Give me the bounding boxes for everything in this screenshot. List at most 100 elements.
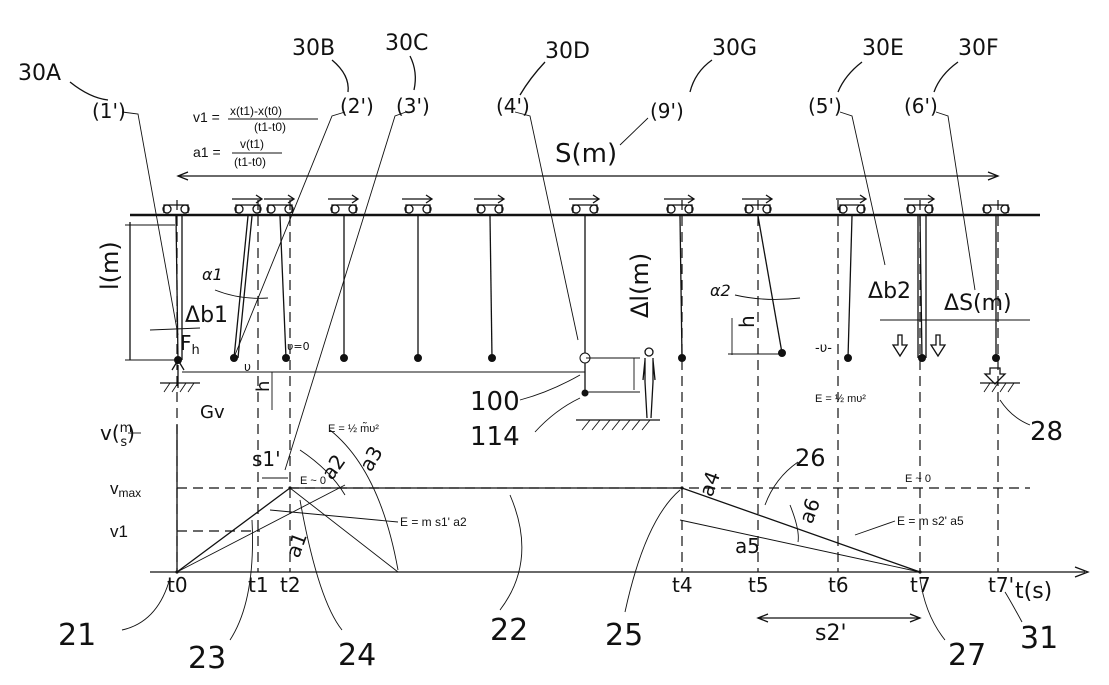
ref-21: 21 xyxy=(58,618,96,653)
motion-arrow xyxy=(402,194,434,204)
x-tick-label: t6 xyxy=(828,573,849,597)
leader-30g xyxy=(689,59,713,93)
leader-30a xyxy=(69,81,109,101)
angle-a4: a4 xyxy=(694,468,725,500)
motion-arrow xyxy=(474,194,506,204)
ref-22: 22 xyxy=(490,613,528,648)
svg-text:(t1-t0): (t1-t0) xyxy=(254,120,286,134)
pos-6: (6') xyxy=(904,94,938,118)
x-tick-label: t4 xyxy=(672,573,693,597)
y-tick-label: vmax xyxy=(110,479,141,500)
leader-30e xyxy=(837,61,863,93)
x-tick-label: t5 xyxy=(748,573,769,597)
ref-25: 25 xyxy=(605,618,643,653)
delta-s: ΔS(m) xyxy=(944,291,1012,316)
svg-text:(t1-t0): (t1-t0) xyxy=(234,155,266,169)
alpha-1: α1 xyxy=(202,265,223,284)
rope-length-label: l(m) xyxy=(96,241,124,290)
motion-arrow xyxy=(664,194,696,204)
person-figure xyxy=(642,347,656,419)
distance-label: S(m) xyxy=(555,139,617,169)
ref-23: 23 xyxy=(188,641,226,676)
pos-9: (9') xyxy=(650,99,684,123)
x-axis-label: t(s) xyxy=(1015,579,1052,604)
ref-30e: 30E xyxy=(862,36,904,61)
pendulum-rope xyxy=(847,215,853,359)
velocity-point xyxy=(680,486,684,490)
motion-arrow xyxy=(569,194,601,204)
pos-5: (5') xyxy=(808,94,842,118)
delta-l: Δl(m) xyxy=(626,253,654,318)
ref-28: 28 xyxy=(1030,417,1063,447)
trolley xyxy=(474,194,506,362)
velocity-right: -υ- xyxy=(815,341,832,356)
leader-pos4 xyxy=(514,111,579,341)
svg-text:v1 =: v1 = xyxy=(193,109,220,125)
e-zero-left: E ~ 0 xyxy=(300,475,326,487)
series-layer xyxy=(175,484,922,574)
trolley xyxy=(328,194,360,362)
pendulum-mass xyxy=(844,354,852,362)
x-tick-label: t1 xyxy=(248,573,269,597)
ref-30f: 30F xyxy=(958,36,999,61)
leader-pos3 xyxy=(284,111,407,471)
leader-30f xyxy=(933,61,959,93)
leader-pos2 xyxy=(234,111,346,356)
trolleys xyxy=(162,194,1010,397)
force-gv: Gv xyxy=(200,402,225,423)
pendulum-rope xyxy=(279,215,287,359)
ref-24: 24 xyxy=(338,638,376,673)
ref-27: 27 xyxy=(948,638,986,673)
alpha-2: α2 xyxy=(710,281,731,300)
pendulum-mass xyxy=(340,354,348,362)
ref-30a: 30A xyxy=(18,61,61,86)
angle-a6: a6 xyxy=(794,495,825,527)
trolley xyxy=(742,194,786,357)
angle-a3: a3 xyxy=(354,442,387,476)
ref-30b: 30B xyxy=(292,36,335,61)
motion-arrow xyxy=(904,194,936,204)
height-right: h xyxy=(735,315,759,328)
energy-top-right: E = ½ mυ² xyxy=(815,393,866,405)
brake-arrows xyxy=(891,334,1007,385)
trolley xyxy=(402,194,434,362)
e-zero-right: E ~ 0 xyxy=(905,473,931,485)
pendulum-mass xyxy=(488,354,496,362)
energy-top-left: E = ½ m̃υ² xyxy=(328,422,379,435)
s2-label: s2' xyxy=(815,621,847,646)
x-tick-label: t7 xyxy=(910,573,931,597)
pendulum-rope xyxy=(757,215,783,354)
leader-pos5 xyxy=(839,111,886,266)
motion-arrow xyxy=(836,194,868,204)
pendulum-rope xyxy=(489,215,493,359)
velocity-formula: v1 = x(t1)-x(t0) (t1-t0) xyxy=(193,104,318,134)
force-fh: Fh xyxy=(180,331,200,358)
pendulum-mass xyxy=(778,349,786,357)
ref-30c: 30C xyxy=(385,31,428,56)
velocity-zero: υ=0 xyxy=(287,340,310,353)
trolley xyxy=(230,194,264,362)
pendulum-mass xyxy=(282,354,290,362)
motion-arrow xyxy=(328,194,360,204)
ref-30d: 30D xyxy=(545,39,590,64)
velocity-series-line xyxy=(176,487,921,573)
svg-text:v(t1): v(t1) xyxy=(240,137,264,151)
pendulum-mass xyxy=(992,354,1000,362)
motion-arrow xyxy=(742,194,774,204)
pendulum-mass xyxy=(414,354,422,362)
trolley xyxy=(569,194,601,364)
angle-a1: a1 xyxy=(281,529,312,561)
ref-26: 26 xyxy=(795,444,826,472)
leader-30c xyxy=(409,55,416,91)
trolley xyxy=(836,194,868,362)
svg-text:a1 =: a1 = xyxy=(193,144,221,160)
x-tick-label: t2 xyxy=(280,573,301,597)
pendulum-rope xyxy=(233,215,249,359)
pos-1: (1') xyxy=(92,99,126,123)
svg-text:x(t1)-x(t0): x(t1)-x(t0) xyxy=(230,104,282,118)
x-tick-label: t0 xyxy=(167,573,188,597)
